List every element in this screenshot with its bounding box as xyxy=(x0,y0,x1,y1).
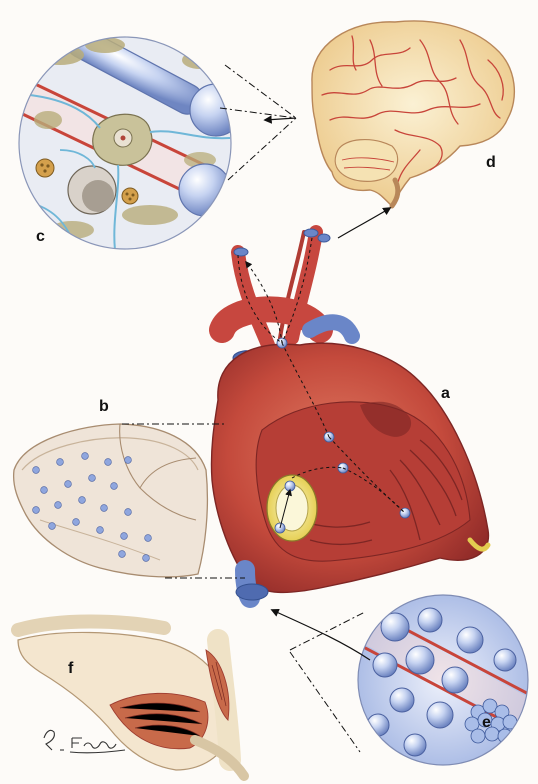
panel-a-heart xyxy=(211,229,488,600)
arrow-to-vena-cava xyxy=(272,610,370,660)
arrow-to-c xyxy=(265,118,296,120)
panel-f-leg xyxy=(18,622,244,777)
label-b: b xyxy=(99,398,109,416)
panel-b-valve-leaflet xyxy=(14,424,208,577)
label-c: c xyxy=(36,228,45,246)
artist-signature xyxy=(44,730,125,752)
label-d: d xyxy=(486,154,496,172)
label-a: a xyxy=(441,385,450,403)
label-f: f xyxy=(68,660,73,678)
panel-d-brain xyxy=(312,21,514,206)
label-e: e xyxy=(482,714,491,732)
panel-e-cells-closeup xyxy=(350,595,538,765)
panel-c-tissue-closeup xyxy=(10,22,242,255)
arrow-to-d xyxy=(338,208,390,238)
